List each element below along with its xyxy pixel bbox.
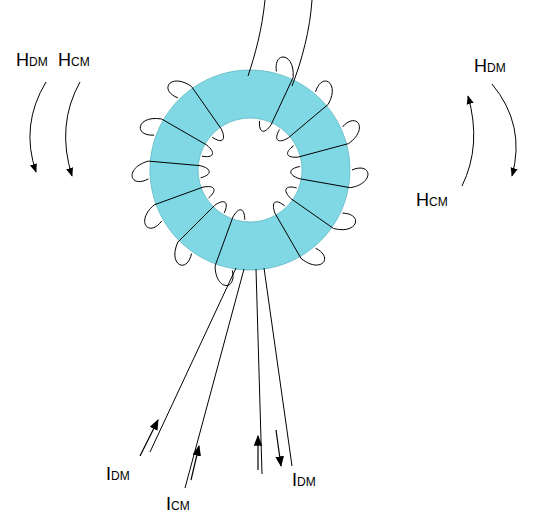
winding-turn <box>273 202 324 265</box>
winding-turn <box>145 187 214 229</box>
lead-wires <box>150 0 312 488</box>
field-arrows <box>30 82 516 186</box>
current-label: IDM <box>290 470 318 490</box>
field-label: HDM <box>14 50 50 70</box>
winding-turn <box>277 81 333 141</box>
winding-turn <box>140 118 212 156</box>
winding-turn <box>259 57 293 131</box>
winding-turn <box>132 161 209 181</box>
winding-turn <box>168 81 224 141</box>
field-label: HCM <box>56 50 92 70</box>
winding-turn <box>215 210 245 286</box>
field-label: HDM <box>472 56 508 76</box>
winding-turn <box>288 121 360 158</box>
coil-windings <box>132 57 368 286</box>
field-label: HCM <box>414 190 450 210</box>
toroid-core <box>150 70 350 270</box>
current-arrows <box>140 420 281 480</box>
current-label: IDM <box>104 464 132 484</box>
winding-turn <box>286 187 356 230</box>
winding-turn <box>291 167 368 188</box>
current-label: ICM <box>164 494 192 514</box>
